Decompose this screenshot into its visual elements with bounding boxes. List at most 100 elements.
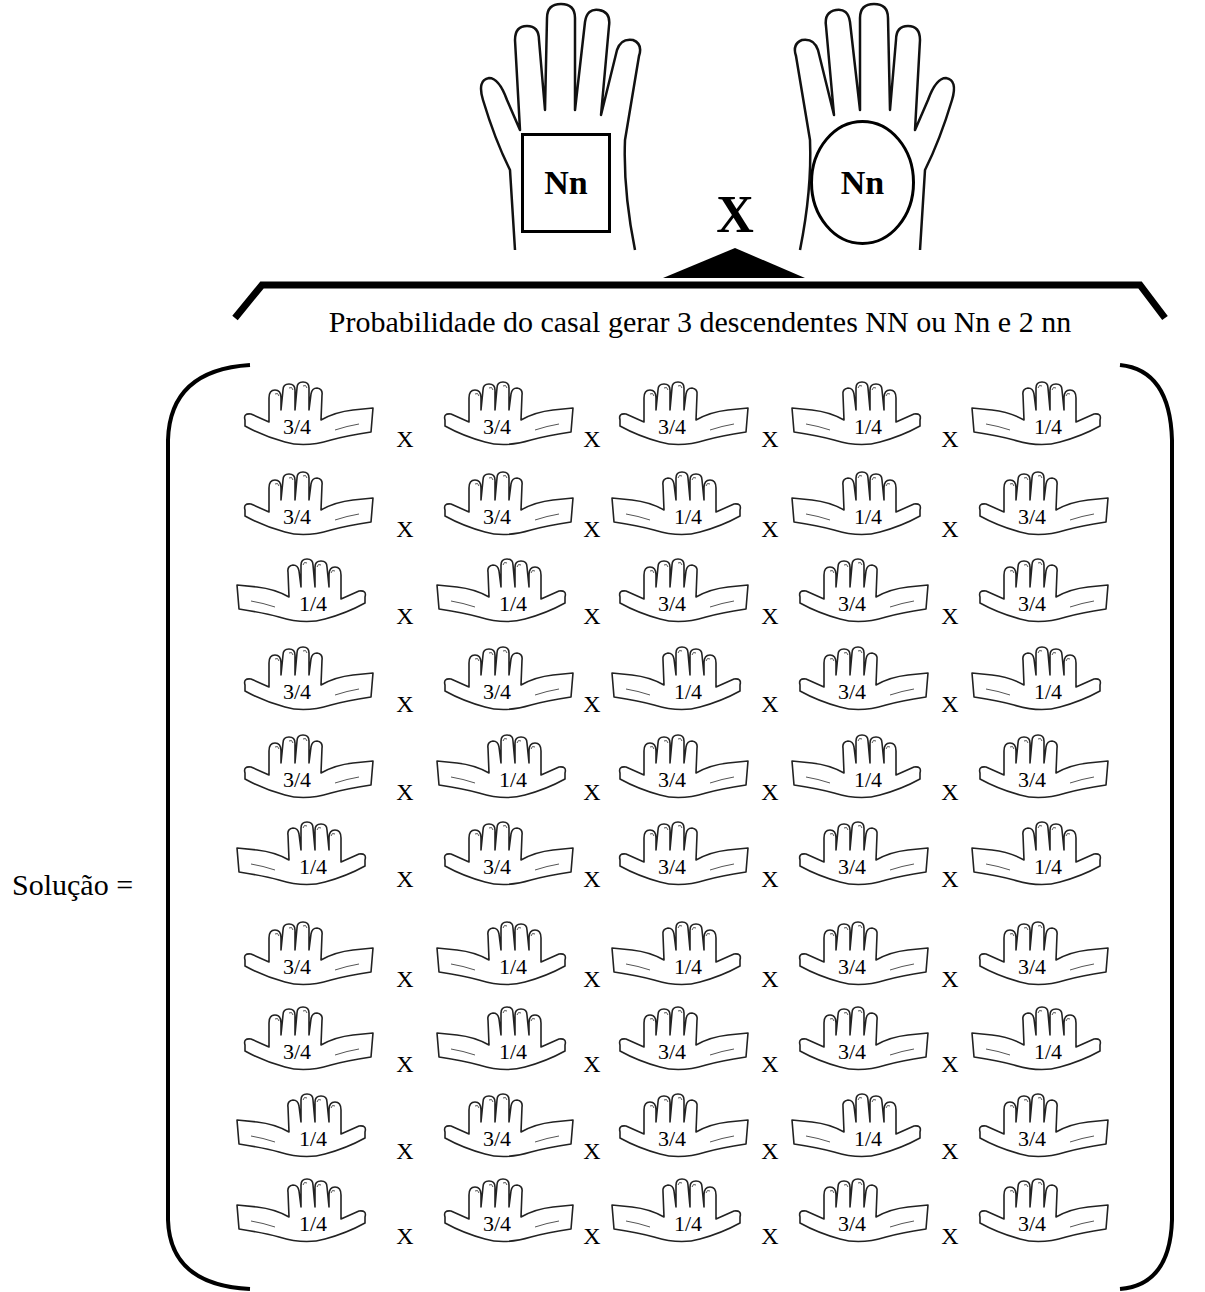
probability-fraction: 3/4 <box>483 681 511 703</box>
hand-icon <box>445 1094 573 1157</box>
probability-fraction: 1/4 <box>299 856 327 878</box>
hand-icon <box>980 735 1108 798</box>
hand-icon <box>245 1007 373 1070</box>
multiply-sign: X <box>583 604 600 628</box>
probability-fraction: 1/4 <box>674 506 702 528</box>
hand-icon <box>980 1094 1108 1157</box>
probability-fraction: 1/4 <box>499 593 527 615</box>
hand-icon <box>437 1007 565 1070</box>
hand-icon <box>445 647 573 710</box>
multiply-sign: X <box>941 867 958 891</box>
probability-fraction: 3/4 <box>1018 506 1046 528</box>
hand-icon <box>620 559 748 622</box>
probability-fraction: 3/4 <box>658 416 686 438</box>
hand-icon <box>237 1094 365 1157</box>
probability-fraction: 1/4 <box>1034 681 1062 703</box>
probability-fraction: 3/4 <box>483 1213 511 1235</box>
probability-fraction: 3/4 <box>658 593 686 615</box>
multiply-sign: X <box>761 780 778 804</box>
multiply-sign: X <box>583 1224 600 1248</box>
probability-fraction: 3/4 <box>283 681 311 703</box>
multiply-sign: X <box>941 1052 958 1076</box>
probability-fraction: 3/4 <box>1018 956 1046 978</box>
bracket-heading: Probabilidade do casal gerar 3 descenden… <box>329 307 1071 337</box>
node-border <box>523 135 610 232</box>
probability-fraction: 1/4 <box>854 1128 882 1150</box>
multiply-sign: X <box>396 1139 413 1163</box>
hand-icon <box>800 822 928 885</box>
probability-fraction: 1/4 <box>854 416 882 438</box>
hand-icon <box>980 1179 1108 1242</box>
hand-icon <box>437 922 565 985</box>
multiply-sign: X <box>396 867 413 891</box>
multiply-sign: X <box>396 692 413 716</box>
hand-icon <box>445 1179 573 1242</box>
cross-sign: X <box>716 189 754 241</box>
multiply-sign: X <box>941 604 958 628</box>
probability-fraction: 3/4 <box>283 506 311 528</box>
hand-icon <box>980 922 1108 985</box>
hand-icon <box>620 1007 748 1070</box>
probability-fraction: 3/4 <box>1018 1213 1046 1235</box>
hand-icon <box>792 735 920 798</box>
hand-icon <box>445 472 573 535</box>
hand-icon <box>612 922 740 985</box>
hand-icon <box>792 1094 920 1157</box>
multiply-sign: X <box>941 427 958 451</box>
hand-icon <box>237 559 365 622</box>
probability-fraction: 1/4 <box>1034 1041 1062 1063</box>
hand-icon <box>620 382 748 445</box>
probability-fraction: 3/4 <box>838 1041 866 1063</box>
hand-icon <box>972 382 1100 445</box>
multiply-sign: X <box>583 692 600 716</box>
solution-label: Solução = <box>12 870 133 900</box>
multiply-sign: X <box>761 517 778 541</box>
multiply-sign: X <box>941 692 958 716</box>
probability-fraction: 1/4 <box>674 1213 702 1235</box>
hand-icon <box>445 822 573 885</box>
multiply-sign: X <box>761 867 778 891</box>
multiply-sign: X <box>761 1052 778 1076</box>
genotype-circle: Nn <box>810 120 915 245</box>
probability-fraction: 3/4 <box>838 681 866 703</box>
probability-fraction: 3/4 <box>483 506 511 528</box>
multiply-sign: X <box>583 517 600 541</box>
probability-fraction: 3/4 <box>283 1041 311 1063</box>
probability-fraction: 3/4 <box>838 856 866 878</box>
hand-icon <box>800 922 928 985</box>
probability-fraction: 3/4 <box>1018 1128 1046 1150</box>
hand-icon <box>620 1094 748 1157</box>
hand-icon <box>972 1007 1100 1070</box>
probability-fraction: 3/4 <box>283 769 311 791</box>
hand-icon <box>800 1007 928 1070</box>
multiply-sign: X <box>941 967 958 991</box>
left-parenthesis <box>168 365 250 1289</box>
multiply-sign: X <box>761 1139 778 1163</box>
probability-fraction: 1/4 <box>299 593 327 615</box>
multiply-sign: X <box>396 780 413 804</box>
probability-fraction: 1/4 <box>499 1041 527 1063</box>
multiply-sign: X <box>396 1224 413 1248</box>
hand-icon <box>792 472 920 535</box>
hand-icon <box>245 382 373 445</box>
hand-icon <box>612 472 740 535</box>
probability-fraction: 3/4 <box>283 956 311 978</box>
multiply-sign: X <box>761 1224 778 1248</box>
probability-fraction: 3/4 <box>658 769 686 791</box>
hand-icon <box>972 647 1100 710</box>
offspring-hands <box>237 382 1108 1242</box>
probability-fraction: 1/4 <box>299 1128 327 1150</box>
multiply-sign: X <box>761 967 778 991</box>
probability-fraction: 3/4 <box>483 416 511 438</box>
hand-icon <box>620 735 748 798</box>
multiply-sign: X <box>396 967 413 991</box>
probability-fraction: 3/4 <box>1018 769 1046 791</box>
probability-fraction: 3/4 <box>1018 593 1046 615</box>
probability-fraction: 3/4 <box>658 856 686 878</box>
hand-icon <box>445 382 573 445</box>
probability-fraction: 1/4 <box>674 956 702 978</box>
bracket-pointer <box>663 248 805 278</box>
hand-icon <box>800 559 928 622</box>
hand-icon <box>800 647 928 710</box>
